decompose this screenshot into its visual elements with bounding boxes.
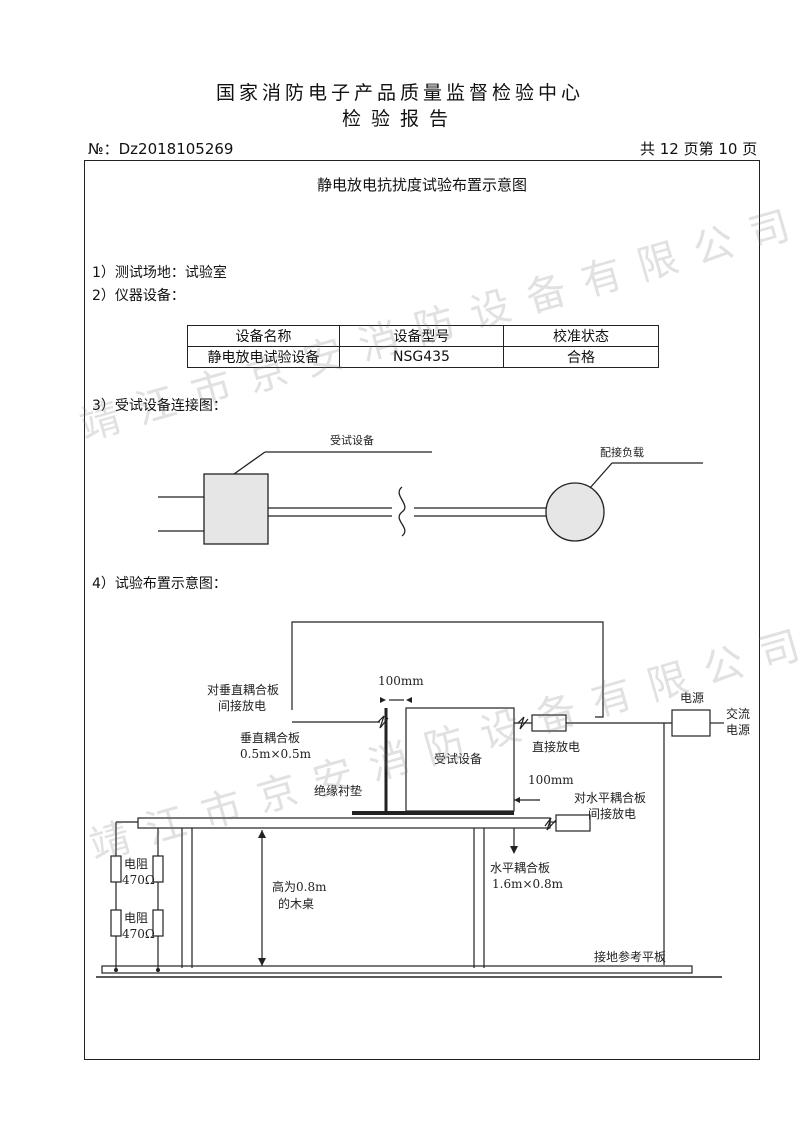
table-cell: NSG435 — [339, 346, 504, 368]
resistor-value: 470Ω — [122, 873, 155, 887]
content-frame — [84, 160, 760, 1060]
load-leader-line — [589, 462, 613, 489]
generator-cable — [291, 621, 604, 718]
ac-power-label: 交流 — [726, 706, 750, 721]
hcp-discharge-label: 间接放电 — [588, 806, 636, 821]
horizontal-coupling-plane — [137, 817, 551, 829]
table-cell: 合格 — [503, 346, 659, 368]
report-title: 检验报告 — [341, 108, 458, 130]
org-title: 国家消防电子产品质量监督检验中心 — [215, 82, 584, 104]
table-cell: 静电放电试验设备 — [187, 346, 340, 368]
section-title: 静电放电抗扰度试验布置示意图 — [316, 176, 527, 194]
vcp-spark-icon — [377, 715, 389, 729]
resistor-value: 470Ω — [122, 927, 155, 941]
resistor-right-2 — [152, 909, 164, 937]
resistor-right-1 — [152, 855, 164, 883]
ground-plane-label: 接地参考平板 — [594, 949, 666, 964]
ground-reference-plane — [101, 965, 693, 974]
distance-side-label: 100mm — [528, 773, 574, 787]
table-label: 高为0.8m — [272, 879, 327, 894]
hcp-probe-box — [555, 814, 591, 832]
power-box — [671, 709, 711, 737]
table-height-arrow — [258, 958, 266, 966]
resistor-label: 电阻 — [124, 857, 148, 871]
ac-power-label: 电源 — [726, 723, 750, 737]
eut-label: 受试设备 — [330, 433, 374, 447]
load-label: 配接负载 — [600, 445, 644, 459]
power-label: 电源 — [680, 691, 704, 705]
direct-discharge-label: 直接放电 — [532, 739, 580, 754]
hcp-discharge-label: 对水平耦合板 — [574, 790, 646, 805]
dim-top-arrow — [380, 697, 386, 703]
distance-top-label: 100mm — [378, 674, 424, 688]
vcp-size-label: 0.5m×0.5m — [240, 747, 312, 761]
ground-node — [156, 968, 160, 972]
table-row: 静电放电试验设备 NSG435 合格 — [187, 346, 659, 368]
eut-layout-label: 受试设备 — [434, 751, 482, 766]
hcp-spark-icon — [544, 817, 557, 831]
cable-break-mark — [398, 486, 406, 537]
item-equipment: 2）仪器设备： — [92, 288, 185, 304]
item-connection: 3）受试设备连接图： — [92, 398, 227, 414]
item-layout: 4）试验布置示意图： — [92, 576, 227, 592]
ground-node — [114, 968, 118, 972]
page-info: 共 12 页第 10 页 — [640, 140, 758, 158]
resistor-left-1 — [110, 855, 122, 883]
eut-leader-line — [233, 451, 266, 475]
table-label: 的木桌 — [278, 896, 314, 911]
load-circle — [545, 482, 605, 542]
equipment-table: 设备名称 设备型号 校准状态 静电放电试验设备 NSG435 合格 — [187, 325, 659, 368]
vcp-discharge-label: 对垂直耦合板 — [207, 682, 279, 697]
vcp-discharge-label: 间接放电 — [218, 698, 266, 713]
hcp-arrow — [510, 846, 518, 854]
resistor-left-2 — [110, 909, 122, 937]
insulating-pad-label: 绝缘衬垫 — [314, 783, 362, 798]
hcp-size-label: 1.6m×0.8m — [492, 877, 564, 891]
hcp-label: 水平耦合板 — [490, 860, 550, 875]
eut-box — [203, 473, 269, 545]
vcp-label: 垂直耦合板 — [240, 730, 300, 745]
table-height-arrow — [258, 830, 266, 838]
item-site: 1）测试场地：试验室 — [92, 265, 227, 281]
resistor-label: 电阻 — [124, 911, 148, 925]
dim-side-arrow — [514, 797, 520, 803]
direct-spark-icon — [517, 716, 529, 730]
dim-top-arrow — [406, 697, 412, 703]
report-number: №：Dz2018105269 — [88, 140, 234, 158]
